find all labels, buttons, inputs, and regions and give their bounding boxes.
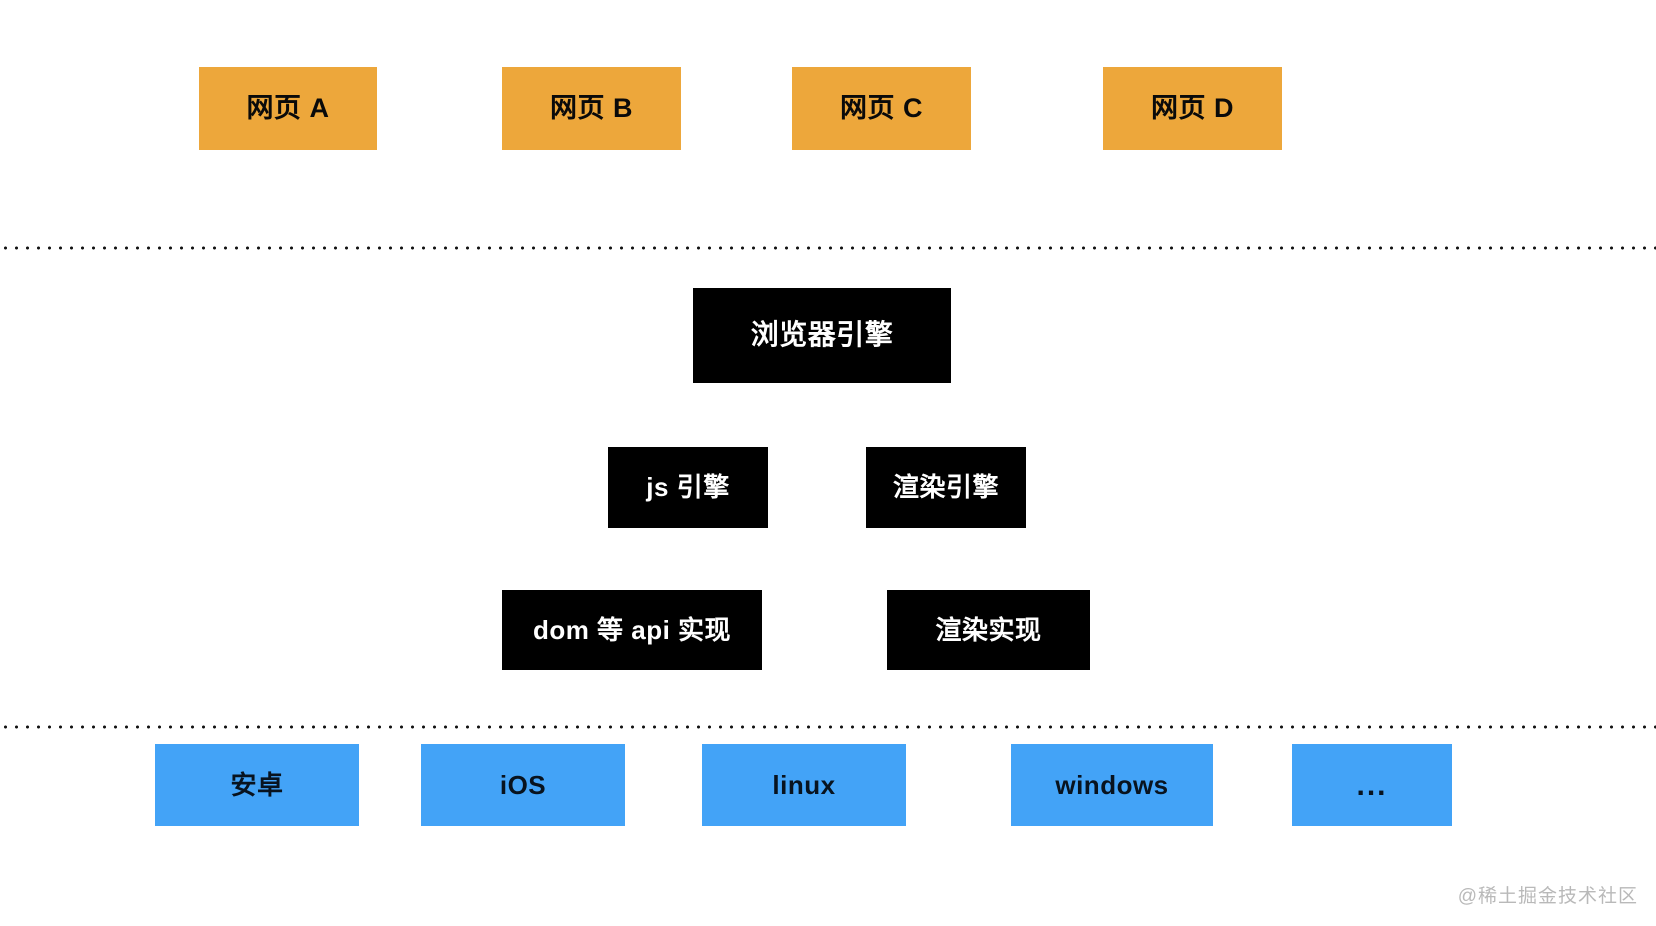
js-engine-label: js 引擎 (646, 472, 730, 503)
os-box-linux-label: linux (772, 769, 836, 800)
os-box-more: ... (1292, 744, 1452, 826)
dom-api-impl-label: dom 等 api 实现 (532, 614, 732, 645)
browser-engine-label: 浏览器引擎 (750, 319, 894, 351)
os-box-ios: iOS (421, 744, 625, 826)
page-box-b: 网页 B (502, 67, 681, 150)
page-box-b-label: 网页 B (550, 92, 633, 123)
page-box-c-label: 网页 C (840, 92, 923, 123)
divider-engine-os (0, 725, 1656, 729)
render-impl-label: 渲染实现 (935, 614, 1042, 645)
page-box-d: 网页 D (1103, 67, 1282, 150)
render-engine-box: 渲染引擎 (866, 447, 1026, 528)
dom-api-impl-box: dom 等 api 实现 (502, 590, 762, 670)
watermark: @稀土掘金技术社区 (1457, 886, 1638, 907)
os-box-linux: linux (702, 744, 906, 826)
browser-engine-box: 浏览器引擎 (693, 288, 951, 383)
os-box-android-label: 安卓 (230, 769, 284, 800)
os-box-windows-label: windows (1055, 769, 1169, 800)
os-box-more-label: ... (1356, 768, 1388, 802)
page-box-a-label: 网页 A (246, 92, 330, 123)
render-engine-label: 渲染引擎 (892, 472, 999, 503)
page-box-d-label: 网页 D (1151, 92, 1234, 123)
render-impl-box: 渲染实现 (887, 590, 1090, 670)
page-box-a: 网页 A (199, 67, 377, 150)
os-box-ios-label: iOS (499, 769, 547, 800)
divider-pages-engine (0, 246, 1656, 250)
os-box-windows: windows (1011, 744, 1213, 826)
page-box-c: 网页 C (792, 67, 971, 150)
os-box-android: 安卓 (155, 744, 359, 826)
js-engine-box: js 引擎 (608, 447, 768, 528)
